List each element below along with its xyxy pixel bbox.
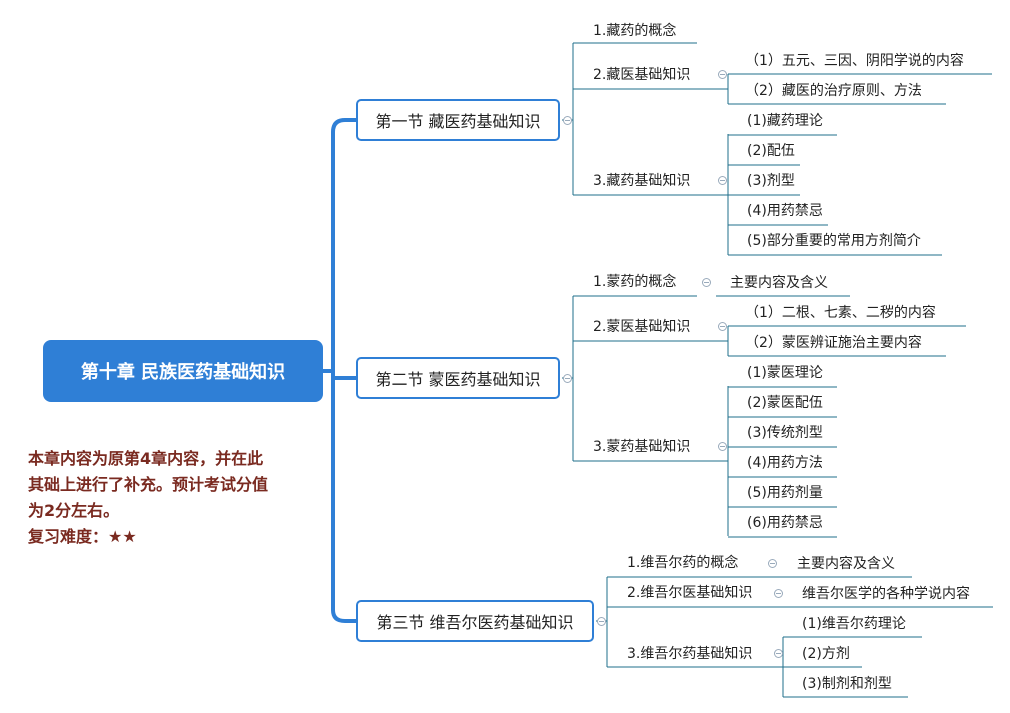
subtopic-label[interactable]: (2)蒙医配伍 [747,395,823,411]
collapse-toggle-icon[interactable] [774,589,783,598]
subtopic-label[interactable]: (3)制剂和剂型 [802,676,892,692]
subtopic-label[interactable]: （2）蒙医辨证施治主要内容 [745,335,922,351]
subtopic-label[interactable]: (3)传统剂型 [747,425,823,441]
subtopic-label[interactable]: (2)方剂 [802,646,850,662]
subtopic-label[interactable]: （1）二根、七素、二秽的内容 [745,305,936,321]
topic-label[interactable]: 2.维吾尔医基础知识 [627,585,753,601]
subtopic-label[interactable]: 维吾尔医学的各种学说内容 [802,586,970,602]
collapse-toggle-icon[interactable] [718,442,727,451]
subtopic-label[interactable]: 主要内容及含义 [797,556,895,572]
topic-label[interactable]: 1.维吾尔药的概念 [627,555,739,571]
topic-label[interactable]: 1.藏药的概念 [593,23,677,39]
note-line-1: 本章内容为原第4章内容，并在此 [28,449,264,468]
subtopic-label[interactable]: (1)藏药理论 [747,113,823,129]
subtopic-label[interactable]: (2)配伍 [747,143,795,159]
topic-label[interactable]: 3.藏药基础知识 [593,173,691,189]
subtopic-label[interactable]: (5)用药剂量 [747,485,823,501]
topic-label[interactable]: 2.蒙医基础知识 [593,319,691,335]
subtopic-label[interactable]: (5)部分重要的常用方剂简介 [747,233,921,249]
collapse-toggle-icon[interactable] [774,649,783,658]
collapse-toggle-icon[interactable] [718,176,727,185]
topic-label[interactable]: 1.蒙药的概念 [593,274,677,290]
collapse-toggle-icon[interactable] [768,559,777,568]
collapse-toggle-icon[interactable] [597,617,606,626]
collapse-toggle-icon[interactable] [563,374,572,383]
collapse-toggle-icon[interactable] [718,70,727,79]
subtopic-label[interactable]: (1)维吾尔药理论 [802,616,906,632]
chapter-note: 本章内容为原第4章内容，并在此 其础上进行了补充。预计考试分值 为2分左右。 复… [28,446,328,550]
section-1-topic[interactable]: 第一节 藏医药基础知识 [356,99,560,141]
subtopic-label[interactable]: (4)用药方法 [747,455,823,471]
subtopic-label[interactable]: (3)剂型 [747,173,795,189]
collapse-toggle-icon[interactable] [718,322,727,331]
section-3-topic[interactable]: 第三节 维吾尔医药基础知识 [356,600,594,642]
note-difficulty: 复习难度：★★ [28,527,137,546]
note-line-2: 其础上进行了补充。预计考试分值 [28,475,269,494]
subtopic-label[interactable]: (1)蒙医理论 [747,365,823,381]
collapse-toggle-icon[interactable] [702,278,711,287]
topic-label[interactable]: 3.维吾尔药基础知识 [627,646,753,662]
topic-label[interactable]: 3.蒙药基础知识 [593,439,691,455]
section-2-topic[interactable]: 第二节 蒙医药基础知识 [356,357,560,399]
subtopic-label[interactable]: (4)用药禁忌 [747,203,823,219]
note-line-3: 为2分左右。 [28,501,120,520]
topic-label[interactable]: 2.藏医基础知识 [593,67,691,83]
subtopic-label[interactable]: (6)用药禁忌 [747,515,823,531]
collapse-toggle-icon[interactable] [563,116,572,125]
root-topic[interactable]: 第十章 民族医药基础知识 [43,340,323,402]
subtopic-label[interactable]: 主要内容及含义 [730,275,828,291]
subtopic-label[interactable]: （1）五元、三因、阴阳学说的内容 [745,53,964,69]
subtopic-label[interactable]: （2）藏医的治疗原则、方法 [745,83,922,99]
